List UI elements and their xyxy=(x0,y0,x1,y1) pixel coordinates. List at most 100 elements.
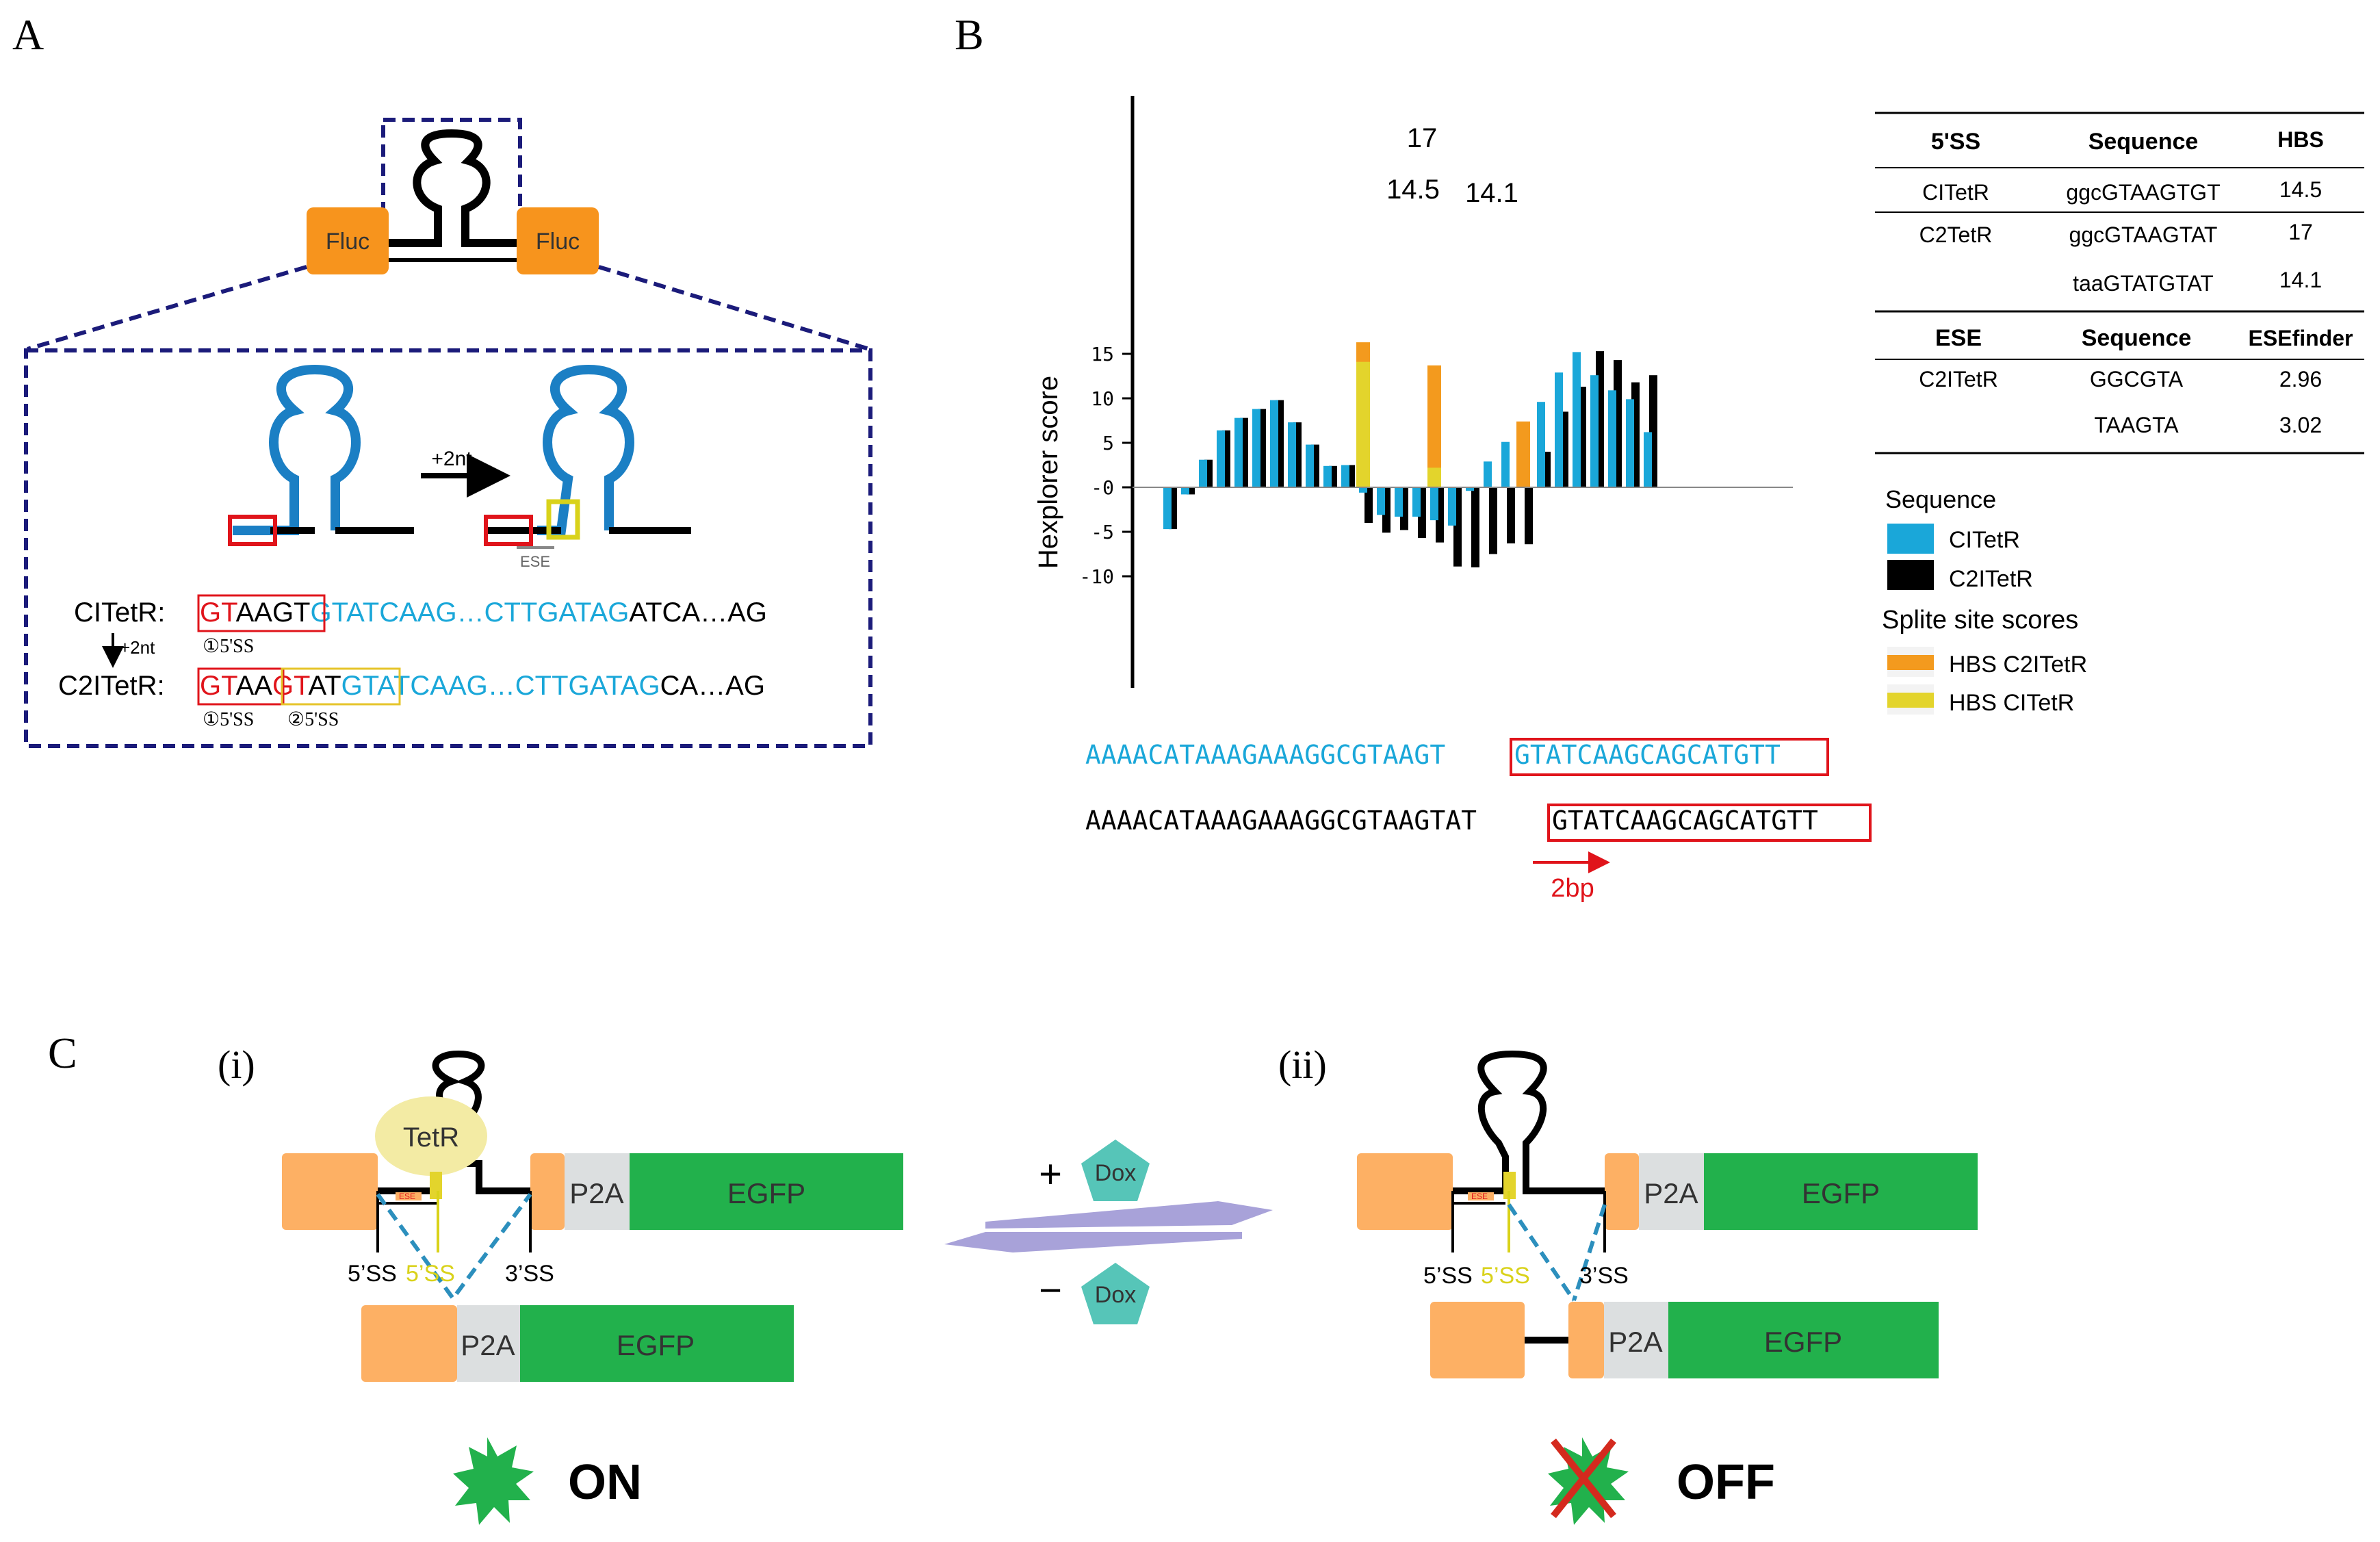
fluc-left-label: Fluc xyxy=(326,229,370,255)
shift-2bp-label: 2bp xyxy=(1551,874,1594,903)
legend-swatch-hbs-citetr xyxy=(1887,693,1934,708)
bar-citetr xyxy=(1608,390,1616,487)
legend-swatch-c2itetr xyxy=(1887,560,1934,590)
p2a-label: P2A xyxy=(569,1177,623,1209)
panel-c-letter: C xyxy=(48,1029,77,1077)
c2itetr-5ss-note-1: ①5'SS xyxy=(203,709,254,730)
dox-label-top: Dox xyxy=(1095,1160,1136,1186)
bar-citetr xyxy=(1573,352,1581,487)
zoom-lines xyxy=(24,265,872,748)
bar-citetr xyxy=(1412,487,1421,517)
state-i-construct: P2A EGFP TetR ESE 5’SS 5’SS 3’SS P2A EGF… xyxy=(282,1050,903,1525)
bar-citetr xyxy=(1537,402,1545,487)
bar-citetr xyxy=(1501,441,1510,487)
td-row3-hbs: 14.1 xyxy=(2279,268,2322,292)
bar-citetr xyxy=(1323,465,1332,487)
hairpin-before xyxy=(228,364,414,546)
sequence-alignment: AAAACATAAAGAAAGGCGTAAGT GTATCAAGCAGCATGT… xyxy=(1085,738,1872,903)
p2a-label-ii: P2A xyxy=(1644,1177,1698,1209)
citetr-sequence: GTAAGTGTATCAAG…CTTGATAGATCA…AG xyxy=(200,597,767,628)
legend-label-hbs-citetr: HBS CITetR xyxy=(1949,690,2074,716)
hairpin-after: ESE xyxy=(484,364,691,570)
c2itetr-label: C2ITetR: xyxy=(58,671,165,701)
egfp-label-ii: EGFP xyxy=(1802,1177,1880,1209)
bar-citetr xyxy=(1484,461,1492,487)
egfp-label-spliced-i: EGFP xyxy=(617,1329,695,1361)
c2itetr-seq-segment: GT xyxy=(200,671,237,701)
equilibrium: + Dox − Dox xyxy=(944,1140,1273,1324)
th-sequence: Sequence xyxy=(2088,129,2199,155)
ss5-black-label-i: 5’SS xyxy=(348,1261,397,1287)
legend-score-title: Splite site scores xyxy=(1882,606,2078,634)
p2a-label-spliced-ii: P2A xyxy=(1608,1326,1662,1358)
red-5ss-box xyxy=(228,515,277,546)
ss3-label-i: 3’SS xyxy=(505,1261,554,1287)
bar-citetr xyxy=(1448,487,1456,526)
c2itetr-seq-segment: GT xyxy=(272,671,310,701)
bar-c2itetr xyxy=(1471,487,1479,567)
citetr-seq-prefix: AAAACATAAAGAAAGGCGTAAGT xyxy=(1085,740,1445,770)
ss5-yellow-label-ii: 5’SS xyxy=(1481,1263,1530,1289)
plus2nt-label: +2nt xyxy=(431,448,472,470)
bar-hbs-citetr xyxy=(1356,361,1370,487)
bar-citetr xyxy=(1590,375,1599,487)
bar-citetr xyxy=(1181,487,1189,495)
bar-label-14-5: 14.5 xyxy=(1386,175,1440,205)
p2a-box xyxy=(565,1153,630,1230)
bar-citetr xyxy=(1626,399,1634,487)
c2itetr-seq-segment: AA xyxy=(236,671,273,701)
splice-dash xyxy=(376,1193,532,1302)
c2itetr-seq-prefix: AAAACATAAAGAAAGGCGTAAGTAT xyxy=(1085,806,1477,836)
on-label: ON xyxy=(568,1455,642,1510)
bar-citetr xyxy=(1163,487,1172,530)
bar-citetr xyxy=(1466,487,1474,491)
y-tick-label: 5 xyxy=(1102,432,1114,454)
td-row2-hbs: 17 xyxy=(2288,220,2313,244)
td-row2-seq: ggcGTAAGTAT xyxy=(2069,222,2218,247)
y-tick-label: -5 xyxy=(1091,521,1114,543)
td-ese-row2-seq: TAAGTA xyxy=(2094,413,2179,437)
bar-c2itetr xyxy=(1507,487,1515,543)
bar-c2itetr xyxy=(1489,487,1497,554)
tetr-protein xyxy=(375,1096,487,1176)
ese-label-c1: ESE xyxy=(399,1192,415,1201)
td-ese-row1-score: 2.96 xyxy=(2279,367,2322,391)
citetr-5ss-note: ①5'SS xyxy=(203,636,254,657)
fluc-left-box xyxy=(307,207,389,274)
legend-swatch-citetr xyxy=(1887,524,1934,554)
fluc-right-box xyxy=(517,207,599,274)
legend-label-c2itetr: C2ITetR xyxy=(1949,566,2033,592)
arrow-plus2nt: +2nt xyxy=(120,637,155,658)
state-ii-label: (ii) xyxy=(1278,1042,1327,1087)
egfp-label: EGFP xyxy=(727,1177,805,1209)
citetr-seq-segment: AAGT xyxy=(236,597,311,628)
citetr-sequence-row: CITetR: GTAAGTGTATCAAG…CTTGATAGATCA…AG ①… xyxy=(74,594,767,657)
plus-dox-sign: + xyxy=(1039,1152,1062,1196)
hairpin-black xyxy=(389,129,517,247)
starburst-off-icon xyxy=(1548,1437,1629,1525)
off-label: OFF xyxy=(1677,1455,1775,1510)
p2a-label-spliced-i: P2A xyxy=(461,1329,515,1361)
panel-a-letter: A xyxy=(12,10,44,59)
bar-citetr xyxy=(1199,459,1207,487)
ese-label-a: ESE xyxy=(520,553,550,570)
ese-label-c2: ESE xyxy=(1471,1192,1488,1201)
th-5ss: 5'SS xyxy=(1931,129,1980,155)
citetr-seq-segment: GTATCAAG…CTTGATAG xyxy=(310,597,629,628)
bar-citetr xyxy=(1430,487,1438,521)
td-ese-row2-score: 3.02 xyxy=(2279,413,2322,437)
bar-hbs-citetr xyxy=(1427,467,1441,487)
ss5-black-label-ii: 5’SS xyxy=(1423,1263,1473,1289)
egfp-label-spliced-ii: EGFP xyxy=(1764,1326,1842,1358)
th-ese-sequence: Sequence xyxy=(2082,325,2192,351)
hbs-table: 5'SS Sequence HBS CITetR ggcGTAAGTGT 14.… xyxy=(1875,112,2364,313)
state-ii-construct: P2A EGFP ESE 5’SS 5’SS 3’SS P2A EGFP OFF xyxy=(1357,1050,1978,1525)
minus-dox-sign: − xyxy=(1039,1268,1062,1313)
c2itetr-sequence: GTAAGTATGTATCAAG…CTTGATAGCA…AG xyxy=(200,671,765,701)
c2itetr-seq-segment: AT xyxy=(309,671,341,701)
td-ese-row1-name: C2ITetR xyxy=(1919,367,1998,391)
bar-c2itetr xyxy=(1525,487,1533,545)
citetr-seq-segment: GT xyxy=(200,597,237,628)
bar-citetr xyxy=(1644,432,1652,487)
bar-c2itetr xyxy=(1364,487,1373,523)
